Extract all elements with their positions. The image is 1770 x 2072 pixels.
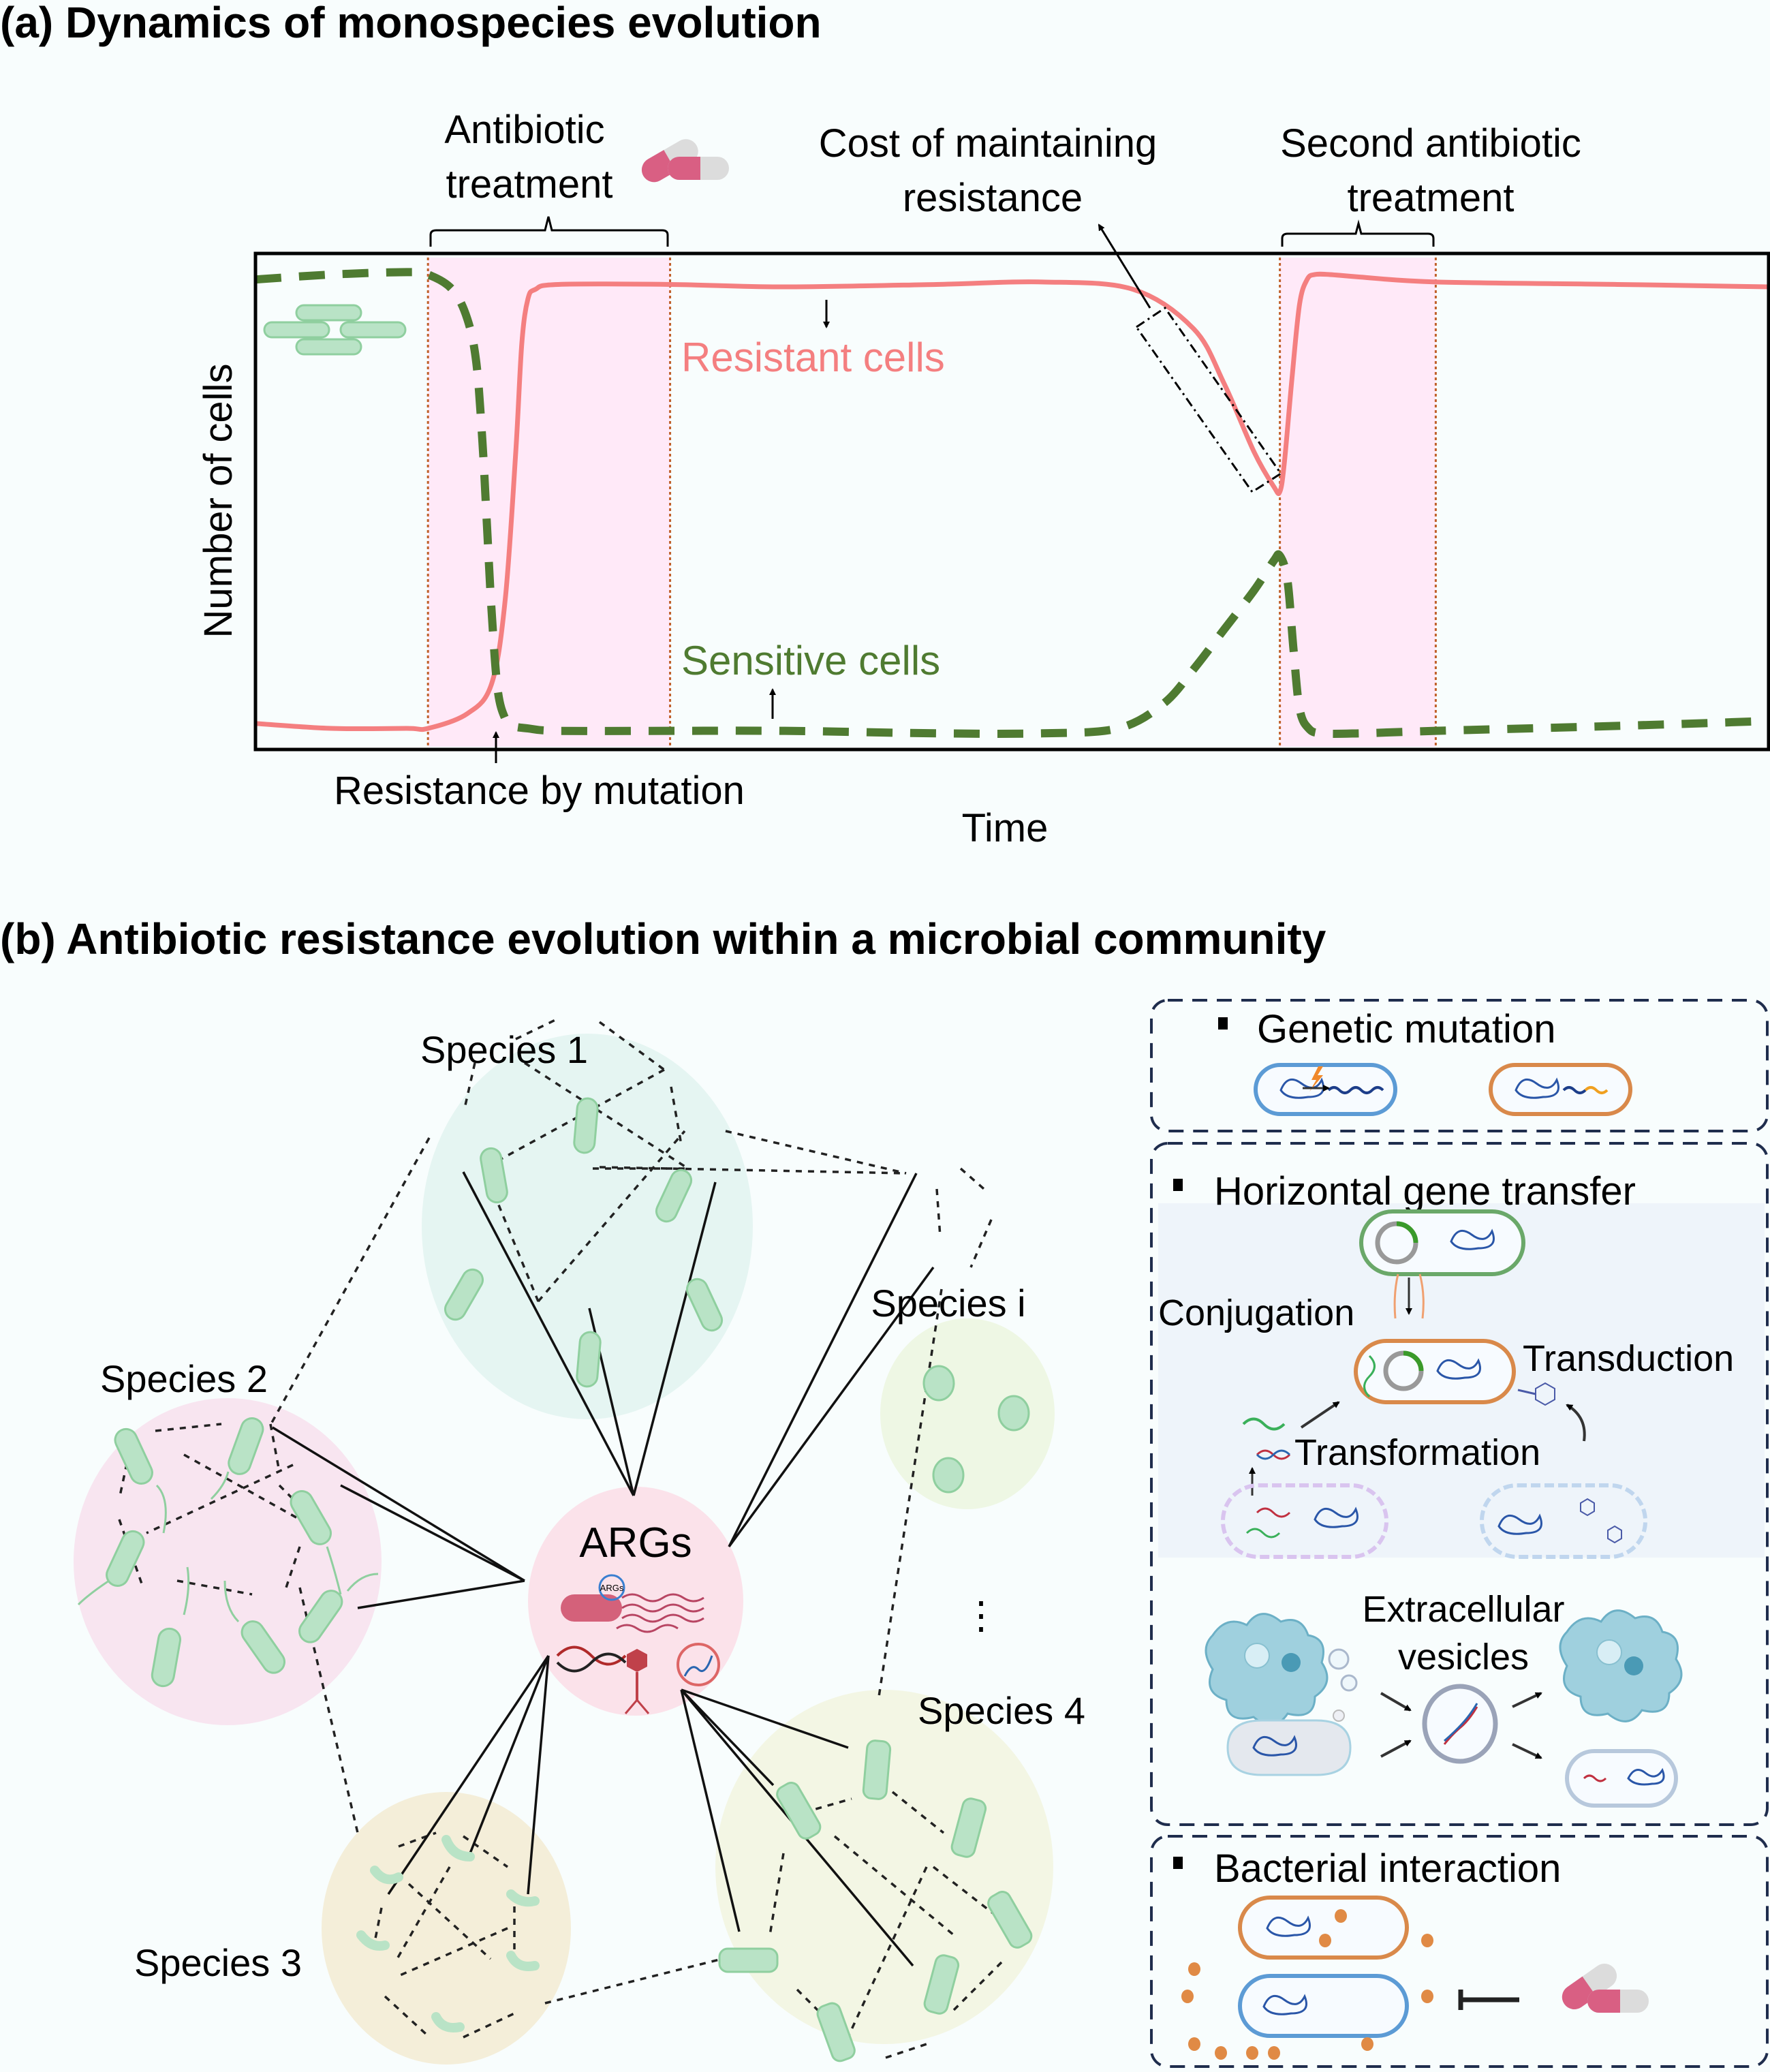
resistant-bacterium-icon: ARGs bbox=[561, 1574, 704, 1633]
transduction-label: Transduction bbox=[1523, 1338, 1734, 1379]
lysed-phage-host-icon bbox=[1480, 1483, 1647, 1559]
antibiotic-pill-icon bbox=[1562, 1964, 1649, 2013]
species-3-region bbox=[322, 1792, 571, 2065]
sensitive-protected-bacterium-icon bbox=[1238, 1974, 1409, 2038]
cost-label-line1: Cost of maintaining bbox=[819, 121, 1157, 166]
phage-attached-icon bbox=[1517, 1382, 1555, 1406]
sensitive-cells-line bbox=[255, 268, 1769, 738]
treatment2-label-line1: Second antibiotic bbox=[1280, 121, 1581, 166]
enzyme-dots-icon bbox=[1181, 1909, 1433, 2060]
species-4-label: Species 4 bbox=[918, 1689, 1085, 1732]
treatment1-label-line2: treatment bbox=[446, 162, 613, 206]
amoeba-cell-icon bbox=[1205, 1613, 1358, 1726]
genetic-mutation-title: Genetic mutation bbox=[1257, 1007, 1555, 1051]
hgt-panel bbox=[1150, 1142, 1769, 1826]
resistant-helper-bacterium-icon bbox=[1238, 1896, 1409, 1960]
treatment1-label-line1: Antibiotic bbox=[444, 108, 604, 152]
species-1-label: Species 1 bbox=[420, 1028, 588, 1071]
plasmid-icon bbox=[677, 1643, 720, 1686]
ev-arrow-out-1 bbox=[1512, 1692, 1542, 1708]
y-axis-label: Number of cells bbox=[196, 364, 240, 638]
recipient-bacterium-ev-icon bbox=[1565, 1749, 1678, 1808]
plasmid-args-label: ARGs bbox=[600, 1583, 624, 1593]
treatment1-brace bbox=[429, 216, 669, 247]
species-i-cells bbox=[922, 1365, 1030, 1494]
ev-label-line2: vesicles bbox=[1398, 1637, 1529, 1677]
treatment-region-1 bbox=[428, 258, 670, 747]
ev-arrow-in-1 bbox=[1380, 1692, 1412, 1712]
x-axis-label: Time bbox=[962, 806, 1049, 850]
line-chart bbox=[253, 251, 1770, 752]
transduction-arrow bbox=[1566, 1404, 1586, 1442]
lysed-donor-bacterium-icon bbox=[1221, 1483, 1388, 1559]
phage-icon bbox=[624, 1649, 650, 1714]
cost-highlight-box bbox=[1134, 306, 1283, 494]
bacterium-blebbing-icon bbox=[1226, 1710, 1352, 1776]
resistance-by-mutation-label: Resistance by mutation bbox=[334, 769, 745, 813]
resistant-cells-line bbox=[255, 271, 1769, 732]
chart-frame bbox=[253, 251, 1770, 752]
panel-a-title: (a) Dynamics of monospecies evolution bbox=[0, 0, 822, 47]
mutant-bacterium-icon bbox=[1489, 1063, 1632, 1116]
bullet-icon bbox=[1173, 1179, 1183, 1191]
inhibition-symbol bbox=[1458, 1990, 1519, 2010]
transformation-arrow bbox=[1300, 1401, 1340, 1429]
bacterial-interaction-title: Bacterial interaction bbox=[1214, 1846, 1561, 1891]
wildtype-bacterium-icon bbox=[1254, 1063, 1397, 1116]
treatment2-brace bbox=[1281, 219, 1435, 247]
sensitive-cells-label: Sensitive cells bbox=[681, 638, 940, 683]
species-2-cells bbox=[77, 1417, 379, 1688]
ev-arrow-in-2 bbox=[1380, 1739, 1412, 1758]
cost-label-line2: resistance bbox=[903, 176, 1083, 220]
species-4-region bbox=[715, 1690, 1053, 2044]
inter-species-dashed-links bbox=[118, 1019, 1003, 2059]
more-species-ellipsis: ⋮ bbox=[962, 1594, 1000, 1637]
recipient-bacterium-icon bbox=[1354, 1339, 1516, 1404]
species-i-label: Species i bbox=[871, 1282, 1025, 1325]
treatment2-label-line2: treatment bbox=[1348, 176, 1515, 220]
resistant-cells-label: Resistant cells bbox=[681, 335, 945, 380]
conjugation-label: Conjugation bbox=[1158, 1293, 1354, 1333]
panel-b-title: (b) Antibiotic resistance evolution with… bbox=[0, 914, 1326, 963]
species-4-cells bbox=[718, 1739, 1033, 2062]
args-hub bbox=[528, 1487, 743, 1716]
species-1-region bbox=[422, 1034, 753, 1419]
recipient-amoeba-icon bbox=[1559, 1609, 1683, 1722]
donor-bacterium-icon bbox=[1359, 1209, 1525, 1276]
treatment-region-2 bbox=[1279, 258, 1436, 747]
transformation-label: Transformation bbox=[1294, 1432, 1540, 1473]
ev-label-line1: Extracellular bbox=[1362, 1589, 1564, 1630]
args-solid-links bbox=[272, 1171, 935, 1967]
species-1-cells bbox=[444, 1097, 724, 1388]
species-i-region bbox=[880, 1318, 1055, 1509]
dna-icon bbox=[556, 1645, 627, 1673]
antibiotic-pill-icon bbox=[641, 139, 729, 183]
species-3-cells bbox=[356, 1835, 540, 2032]
args-hub-label: ARGs bbox=[579, 1519, 692, 1566]
bacteria-cluster-icon bbox=[263, 304, 407, 356]
hgt-title: Horizontal gene transfer bbox=[1214, 1169, 1636, 1213]
vesicle-icon bbox=[1422, 1684, 1498, 1764]
free-dna-icon bbox=[1242, 1417, 1291, 1460]
species-2-label: Species 2 bbox=[100, 1357, 268, 1400]
mutation-lightning-icon bbox=[1303, 1066, 1330, 1092]
cost-arrow bbox=[1098, 223, 1151, 309]
bullet-icon bbox=[1218, 1017, 1228, 1030]
ev-arrow-out-2 bbox=[1512, 1743, 1542, 1759]
species-3-label: Species 3 bbox=[134, 1941, 302, 1984]
bullet-icon bbox=[1173, 1857, 1183, 1869]
